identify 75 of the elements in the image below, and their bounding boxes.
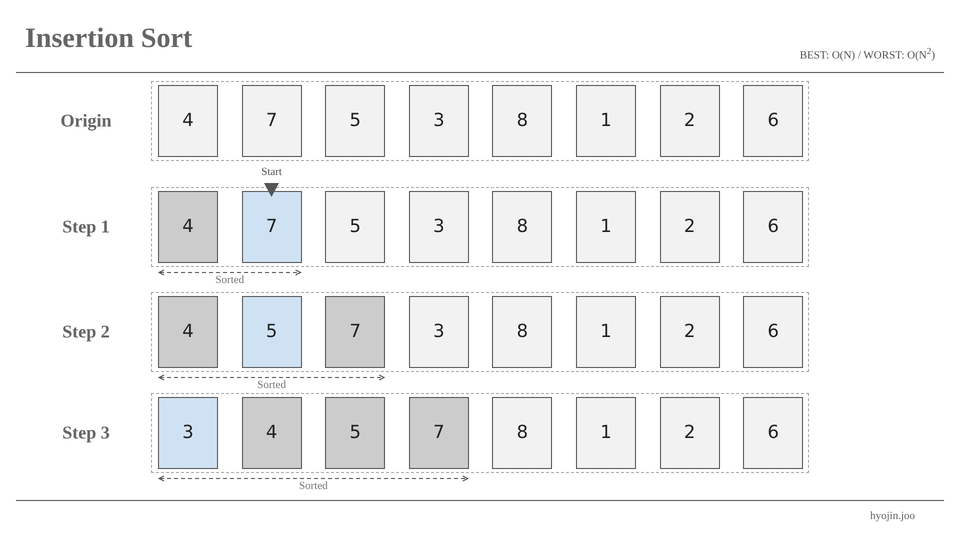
cell-number: 1 [600,112,612,130]
array-cell [242,397,302,469]
cell-number: 4 [182,218,194,236]
array-cell [660,85,720,157]
cell-number: 8 [516,323,528,341]
array-cell [325,85,386,157]
cell-number: 5 [349,218,361,236]
row-label: Step 1 [61,216,111,238]
cell-number: 1 [600,323,612,341]
cell-number: 7 [433,424,445,442]
array-cell [576,397,636,469]
array-cell [408,397,469,469]
array-cell [660,397,720,469]
cell-number: 8 [516,424,528,442]
array-cell [576,191,636,263]
array-cell [743,296,804,368]
cell-number: 5 [349,112,361,130]
array-cell [492,85,552,157]
array-cell [743,397,804,469]
range-label: Sorted [256,379,287,391]
author-credit: hyojin.joo [870,510,915,522]
cell-number: 6 [767,218,779,236]
cell-number: 2 [684,112,696,130]
array-cell [660,191,720,263]
row-label: Step 3 [61,422,111,444]
array-cell [158,397,218,469]
row-label: Origin [59,110,112,132]
cell-number: 4 [266,424,278,442]
array-cell [242,85,302,157]
cell-number: 2 [684,323,696,341]
array-cell [242,296,302,368]
array-cell [660,296,720,368]
cell-number: 6 [767,424,779,442]
array-cell [325,397,386,469]
range-label: Sorted [298,480,329,492]
cell-number: 3 [433,218,445,236]
array-cell [158,191,218,263]
cell-number: 2 [684,218,696,236]
array-cell [242,191,302,263]
array-cell [325,191,386,263]
array-cell [325,296,386,368]
cell-number: 3 [182,424,194,442]
array-cell [408,191,469,263]
cell-number: 1 [600,424,612,442]
row-label: Step 2 [61,322,111,342]
array-cell [158,296,218,368]
array-cell [158,85,218,157]
cell-number: 3 [433,112,445,130]
array-cell [408,296,469,368]
array-cell [576,296,636,368]
cell-number: 3 [433,323,445,341]
cell-number: 4 [182,112,194,130]
cell-number: 7 [349,323,361,341]
complexity-note: BEST: O(N) / WORST: O(N$^{2}$) [800,46,935,62]
array-cell [408,85,469,157]
cell-number: 2 [684,424,696,442]
title: Insertion Sort [25,23,192,55]
cell-number: 6 [767,112,779,130]
array-cell [743,191,804,263]
cell-number: 7 [266,112,278,130]
start-label: Start [260,166,283,178]
cell-number: 6 [767,323,779,341]
array-cell [492,296,552,368]
cell-number: 5 [266,323,278,341]
array-cell [492,397,552,469]
cell-number: 1 [600,218,612,236]
cell-number: 4 [182,323,194,341]
array-cell [492,191,552,263]
array-cell [743,85,804,157]
cell-number: 7 [266,218,278,236]
cell-number: 5 [349,424,361,442]
range-label: Sorted [214,274,246,286]
cell-number: 8 [516,112,528,130]
array-cell [576,85,636,157]
cell-number: 8 [516,218,528,236]
